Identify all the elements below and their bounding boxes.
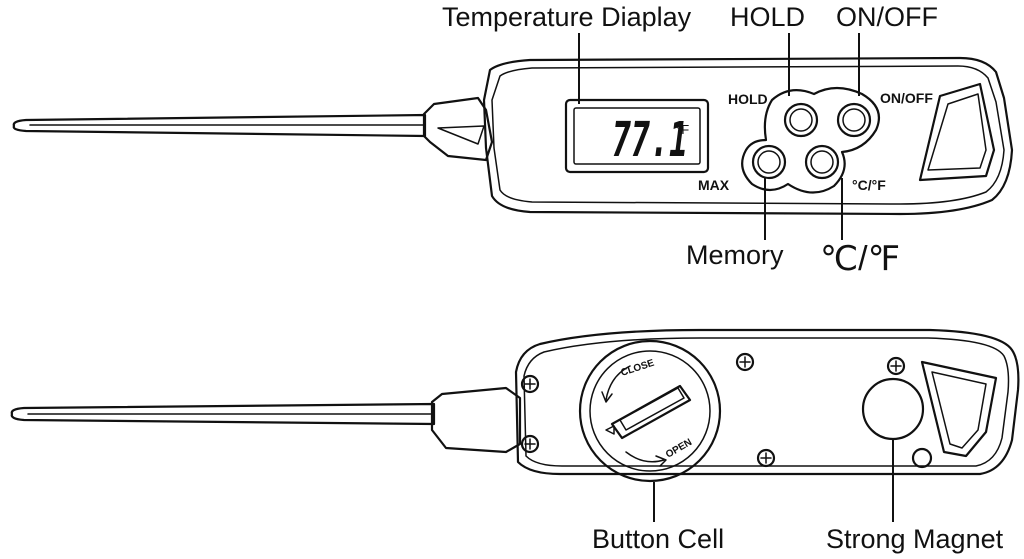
- button-cluster: [741, 86, 880, 194]
- callout-unit-toggle: ℃/℉: [820, 240, 900, 278]
- silk-max: MAX: [698, 177, 730, 193]
- callout-on-off: ON/OFF: [836, 2, 938, 32]
- screw-icon: [520, 434, 540, 454]
- display-reading: 77.1: [612, 112, 688, 168]
- lanyard-hole: [911, 447, 933, 469]
- max-memory-button[interactable]: [751, 144, 787, 180]
- silk-unit-toggle: °C/°F: [852, 177, 886, 193]
- battery-cover[interactable]: CLOSE OPEN: [578, 339, 722, 483]
- front-view: 77.1 °F HOLD ON/OFF: [12, 2, 1014, 278]
- unit-toggle-button[interactable]: [804, 144, 840, 180]
- on-off-button[interactable]: [836, 102, 872, 138]
- callout-button-cell: Button Cell: [592, 524, 724, 554]
- back-probe: [10, 402, 436, 426]
- callout-memory: Memory: [686, 240, 784, 270]
- cover-close-label: CLOSE: [620, 358, 656, 379]
- screw-icon: [756, 448, 776, 468]
- hold-button[interactable]: [783, 102, 819, 138]
- callout-temperature-display: Temperature Diaplay: [442, 2, 692, 32]
- silk-hold: HOLD: [728, 91, 768, 107]
- callout-hold: HOLD: [730, 2, 805, 32]
- strong-magnet: [861, 377, 925, 441]
- silk-on-off: ON/OFF: [880, 90, 933, 106]
- front-probe-collar: [422, 96, 494, 162]
- callout-strong-magnet: Strong Magnet: [826, 524, 1004, 554]
- back-view: CLOSE OPEN Button Cell Strong Magnet: [10, 328, 1020, 554]
- back-probe-collar: [430, 386, 522, 454]
- back-body: [514, 328, 1020, 476]
- display-unit: °F: [676, 122, 689, 137]
- screw-icon: [520, 374, 540, 394]
- screw-icon: [886, 356, 906, 376]
- front-probe: [12, 113, 427, 138]
- front-body: [482, 56, 1014, 216]
- temperature-display: 77.1 °F: [564, 98, 710, 174]
- screw-icon: [735, 352, 755, 372]
